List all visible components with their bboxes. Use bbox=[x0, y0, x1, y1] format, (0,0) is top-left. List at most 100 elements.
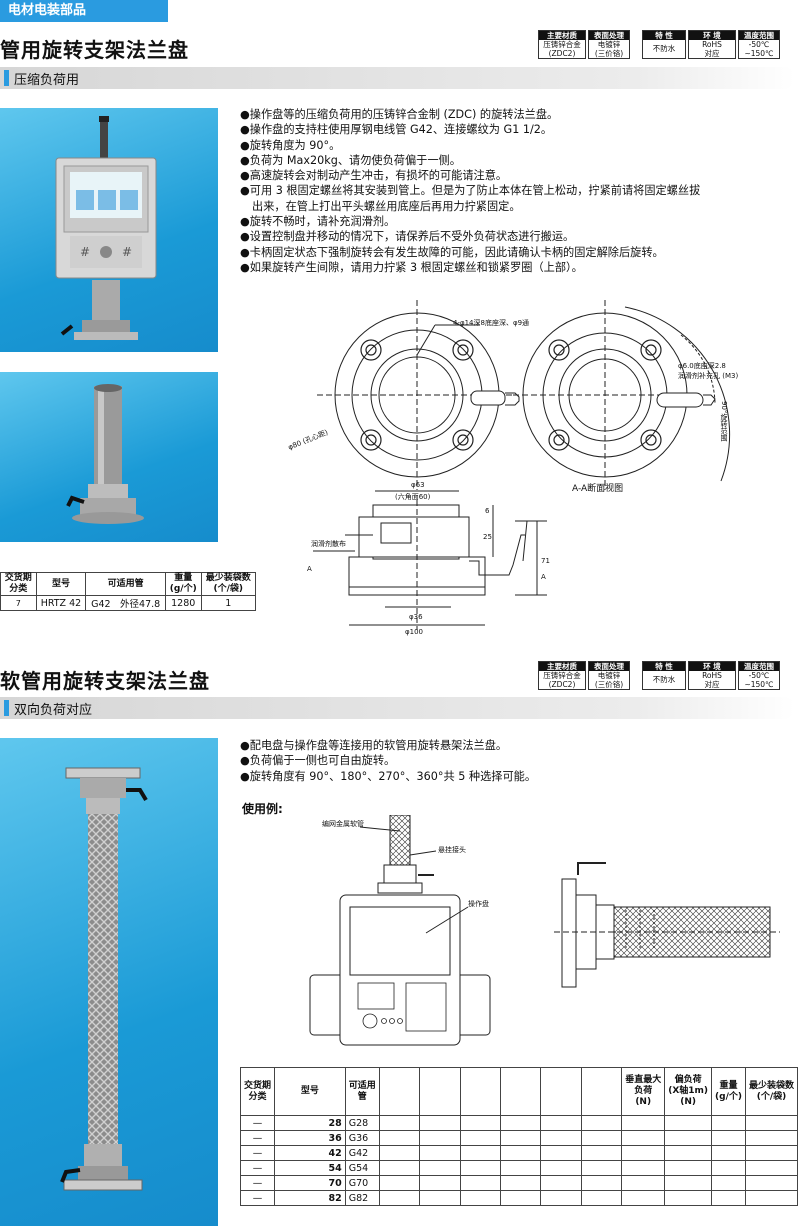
table-cell bbox=[621, 1115, 666, 1131]
table-cell: 54 bbox=[274, 1160, 346, 1176]
spec-surface: 表面处理电镀锌 (三价铬) bbox=[588, 661, 630, 690]
drawing-hole-note: 4-φ14深8底座深、φ9通 bbox=[453, 319, 530, 327]
table-header: 可适用 管 bbox=[344, 1067, 380, 1116]
spec-material: 主要材质压铸锌合金 (ZDC2) bbox=[538, 30, 586, 59]
product-photo-panel: # # bbox=[0, 108, 218, 352]
table-cell: 36 bbox=[274, 1130, 346, 1146]
table-cell bbox=[580, 1115, 623, 1131]
table-cell bbox=[744, 1190, 799, 1206]
table-cell bbox=[459, 1130, 501, 1146]
table-cell: — bbox=[239, 1190, 276, 1206]
product-photo-hose bbox=[0, 738, 218, 1226]
table-cell bbox=[621, 1145, 666, 1161]
spec-feature: 特 性不防水 bbox=[642, 661, 686, 690]
spec-value: 压铸锌合金 (ZDC2) bbox=[543, 671, 581, 689]
section2-spec-table: 主要材质压铸锌合金 (ZDC2) 表面处理电镀锌 (三价铬) 特 性不防水 环 … bbox=[538, 661, 782, 690]
table-cell bbox=[744, 1115, 799, 1131]
table-cell bbox=[744, 1130, 799, 1146]
drawing-h6: 6 bbox=[485, 507, 490, 515]
table-cell: — bbox=[239, 1160, 276, 1176]
table-cell: — bbox=[239, 1130, 276, 1146]
table-cell: G28 bbox=[344, 1115, 380, 1131]
spec-value: 不防水 bbox=[652, 675, 676, 684]
table-cell: G42 外径47.8 bbox=[85, 595, 166, 611]
table-cell bbox=[664, 1145, 713, 1161]
table-cell bbox=[378, 1190, 421, 1206]
section1-feature-list: ●操作盘等的压缩负荷用的压铸锌合金制 (ZDC) 的旋转法兰盘。●操作盘的支持柱… bbox=[240, 107, 700, 275]
table-cell bbox=[540, 1130, 582, 1146]
table-header bbox=[580, 1067, 623, 1116]
drawing-a-right: A bbox=[541, 573, 546, 581]
table-cell bbox=[499, 1115, 542, 1131]
table-cell: 82 bbox=[274, 1190, 346, 1206]
table-cell bbox=[540, 1160, 582, 1176]
feature-item: ●操作盘的支持柱使用厚钢电线管 G42、连接螺纹为 G1 1/2。 bbox=[240, 123, 553, 137]
table-cell: 1280 bbox=[164, 595, 202, 611]
table-cell bbox=[540, 1190, 582, 1206]
table-cell: — bbox=[239, 1115, 276, 1131]
table-cell bbox=[664, 1130, 713, 1146]
table-header: 型号 bbox=[274, 1067, 346, 1116]
table-header: 型号 bbox=[35, 572, 87, 596]
feature-item: ●设置控制盘并移动的情况下，请保养后不受外负荷状态进行搬运。 bbox=[240, 230, 575, 244]
table-cell bbox=[378, 1160, 421, 1176]
feature-item: ●高速旋转会对制动产生冲击，有损坏的可能请注意。 bbox=[240, 169, 508, 183]
spec-value: 电镀锌 (三价铬) bbox=[594, 671, 624, 689]
spec-value: RoHS 对应 bbox=[702, 671, 722, 689]
drawing-h71: 71 bbox=[541, 557, 550, 565]
table-cell bbox=[621, 1175, 666, 1191]
drawing-d100: φ100 bbox=[405, 628, 423, 636]
table-cell: 42 bbox=[274, 1145, 346, 1161]
table-cell bbox=[580, 1190, 623, 1206]
table-cell bbox=[711, 1130, 746, 1146]
table-cell bbox=[664, 1190, 713, 1206]
spec-surface: 表面处理电镀锌 (三价铬) bbox=[588, 30, 630, 59]
table-cell: G82 bbox=[344, 1190, 380, 1206]
table-cell bbox=[711, 1145, 746, 1161]
svg-text:#: # bbox=[80, 245, 90, 259]
table-cell: — bbox=[239, 1175, 276, 1191]
drawing-lube-cloth: 润滑剂散布 bbox=[311, 540, 346, 548]
table-cell: G54 bbox=[344, 1160, 380, 1176]
table-cell bbox=[711, 1115, 746, 1131]
table-cell: G70 bbox=[344, 1175, 380, 1191]
table-cell bbox=[459, 1190, 501, 1206]
table-cell bbox=[459, 1115, 501, 1131]
drawing-a-left: A bbox=[307, 565, 312, 573]
drawing-lube-hole: φ6.0底座深2.8 bbox=[678, 362, 726, 370]
section1-title: 管用旋转支架法兰盘 bbox=[0, 38, 189, 62]
label-panel: 操作盘 bbox=[468, 900, 489, 908]
table-cell bbox=[621, 1190, 666, 1206]
table-header: 重量 (g/个) bbox=[711, 1067, 746, 1116]
table-cell bbox=[499, 1175, 542, 1191]
table-cell bbox=[499, 1130, 542, 1146]
table-cell bbox=[664, 1175, 713, 1191]
table-cell bbox=[744, 1145, 799, 1161]
table-cell bbox=[580, 1130, 623, 1146]
table-cell: 1 bbox=[200, 595, 257, 611]
label-joint: 悬挂接头 bbox=[438, 846, 466, 854]
table-cell bbox=[419, 1115, 461, 1131]
table-header bbox=[419, 1067, 461, 1116]
feature-item: ●负荷偏于一侧也可自由旋转。 bbox=[240, 754, 396, 768]
table-header bbox=[378, 1067, 421, 1116]
product-photo-pipe bbox=[0, 372, 218, 542]
section1-subtitle: 压缩负荷用 bbox=[14, 73, 80, 88]
table-cell bbox=[378, 1115, 421, 1131]
table-header: 偏负荷 (X轴1m) (N) bbox=[664, 1067, 713, 1116]
drawing-d63: φ63 bbox=[411, 481, 425, 489]
spec-material: 主要材质压铸锌合金 (ZDC2) bbox=[538, 661, 586, 690]
svg-text:#: # bbox=[122, 245, 132, 259]
table-header: 垂直最大 负荷 (N) bbox=[621, 1067, 666, 1116]
table-cell: 28 bbox=[274, 1115, 346, 1131]
table-cell: G42 bbox=[344, 1145, 380, 1161]
table-header: 可适用管 bbox=[85, 572, 166, 596]
table-cell bbox=[711, 1160, 746, 1176]
table-header bbox=[499, 1067, 542, 1116]
table-cell bbox=[540, 1175, 582, 1191]
